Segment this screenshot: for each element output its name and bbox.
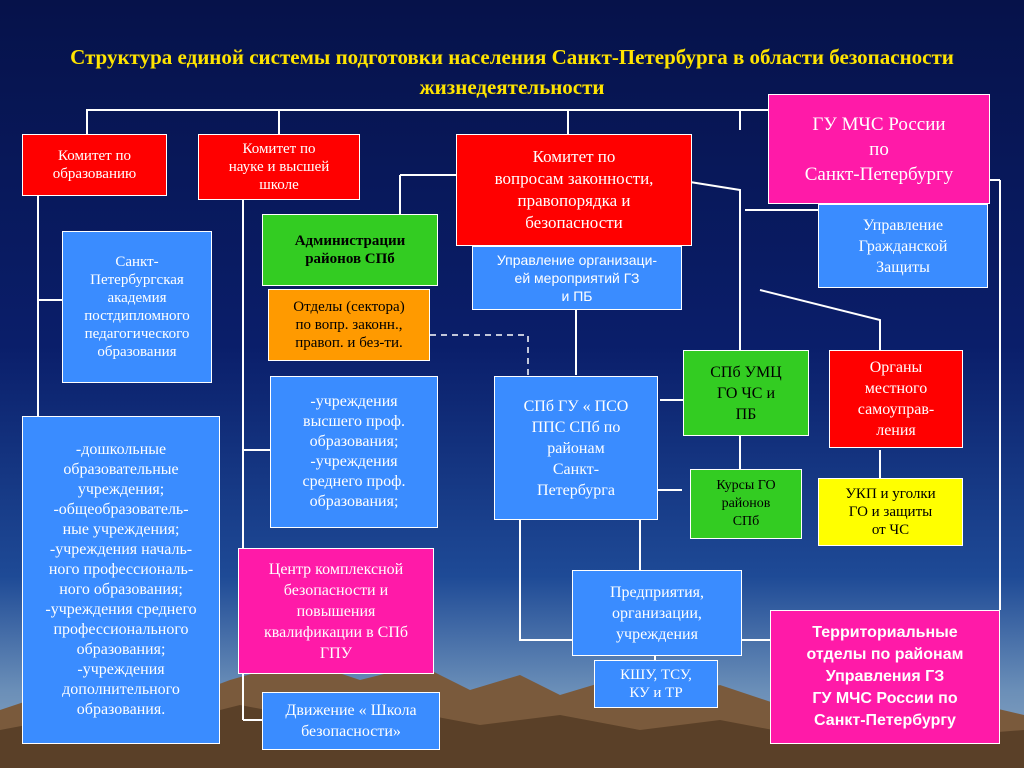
box-kursy-go: Курсы ГО районов СПб	[690, 469, 802, 539]
box-centr-kompleksnoy: Центр комплексной безопасности и повышен…	[238, 548, 434, 674]
box-kshu: КШУ, ТСУ, КУ и ТР	[594, 660, 718, 708]
box-spb-gu-pso: СПб ГУ « ПСО ППС СПб по районам Санкт- П…	[494, 376, 658, 520]
box-komitet-nauka: Комитет по науке и высшей школе	[198, 134, 360, 200]
box-predpriyatiya: Предприятия, организации, учреждения	[572, 570, 742, 656]
box-otdely-sektora: Отделы (сектора) по вопр. законн., право…	[268, 289, 430, 361]
box-upravlenie-gz: Управление Гражданской Защиты	[818, 204, 988, 288]
box-komitet-obrazovaniya: Комитет по образованию	[22, 134, 167, 196]
box-territorialnye-otdely: Территориальные отделы по районам Управл…	[770, 610, 1000, 744]
box-organy-msu: Органы местного самоуправ- ления	[829, 350, 963, 448]
box-komitet-zakonnosti: Комитет по вопросам законности, правопор…	[456, 134, 692, 246]
box-doshkolnye-uchrezhdeniya: -дошкольные образовательные учреждения; …	[22, 416, 220, 744]
box-gu-mchs: ГУ МЧС России по Санкт-Петербургу	[768, 94, 990, 204]
box-upravlenie-org-gz: Управление организаци- ей мероприятий ГЗ…	[472, 246, 682, 310]
box-spb-umc: СПб УМЦ ГО ЧС и ПБ	[683, 350, 809, 436]
box-administracii-rayonov: Администрации районов СПб	[262, 214, 438, 286]
box-ukp: УКП и уголки ГО и защиты от ЧС	[818, 478, 963, 546]
box-vysshee-obrazovanie: -учреждения высшего проф. образования; -…	[270, 376, 438, 528]
box-dvizhenie-shkola: Движение « Школа безопасности»	[262, 692, 440, 750]
page-title: Структура единой системы подготовки насе…	[70, 45, 954, 99]
box-akademiya: Санкт- Петербургская академия постдиплом…	[62, 231, 212, 383]
